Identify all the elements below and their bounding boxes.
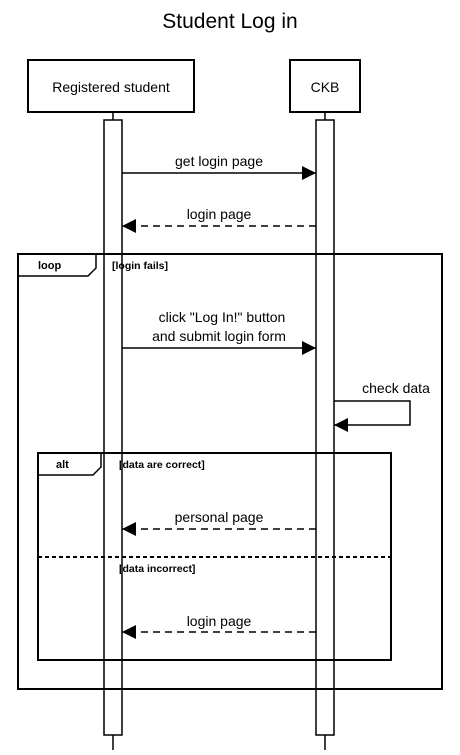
message-6-label: login page xyxy=(187,613,252,629)
alt-guard-2: [data incorrect] xyxy=(119,563,195,575)
message-4-self-arrow xyxy=(334,400,411,432)
participant-student-label: Registered student xyxy=(52,79,170,95)
loop-guard: [login fails] xyxy=(112,260,168,272)
diagram-title: Student Log in xyxy=(162,10,297,33)
message-1-label: get login page xyxy=(175,153,263,169)
message-5-label: personal page xyxy=(175,509,264,525)
activation-bar-ckb xyxy=(315,119,335,736)
participant-ckb: CKB xyxy=(289,59,361,113)
message-3-label-line-2: and submit login form xyxy=(152,328,286,344)
loop-keyword-tab xyxy=(18,254,97,277)
participant-ckb-label: CKB xyxy=(311,79,340,95)
message-3-label-line-1: click "Log In!" button xyxy=(159,309,286,325)
alt-guard-1: [data are correct] xyxy=(119,459,205,471)
loop-frame xyxy=(17,253,443,690)
message-2-label: login page xyxy=(187,206,252,222)
alt-fragment: alt [data are correct] [data incorrect] xyxy=(37,452,392,661)
alt-keyword: alt xyxy=(56,459,69,471)
loop-fragment: loop [login fails] xyxy=(17,253,443,690)
alt-keyword-tab xyxy=(38,453,102,476)
participant-student: Registered student xyxy=(27,59,195,113)
loop-keyword: loop xyxy=(38,260,61,272)
message-4-label: check data xyxy=(362,380,430,396)
activation-bar-student xyxy=(103,119,123,736)
